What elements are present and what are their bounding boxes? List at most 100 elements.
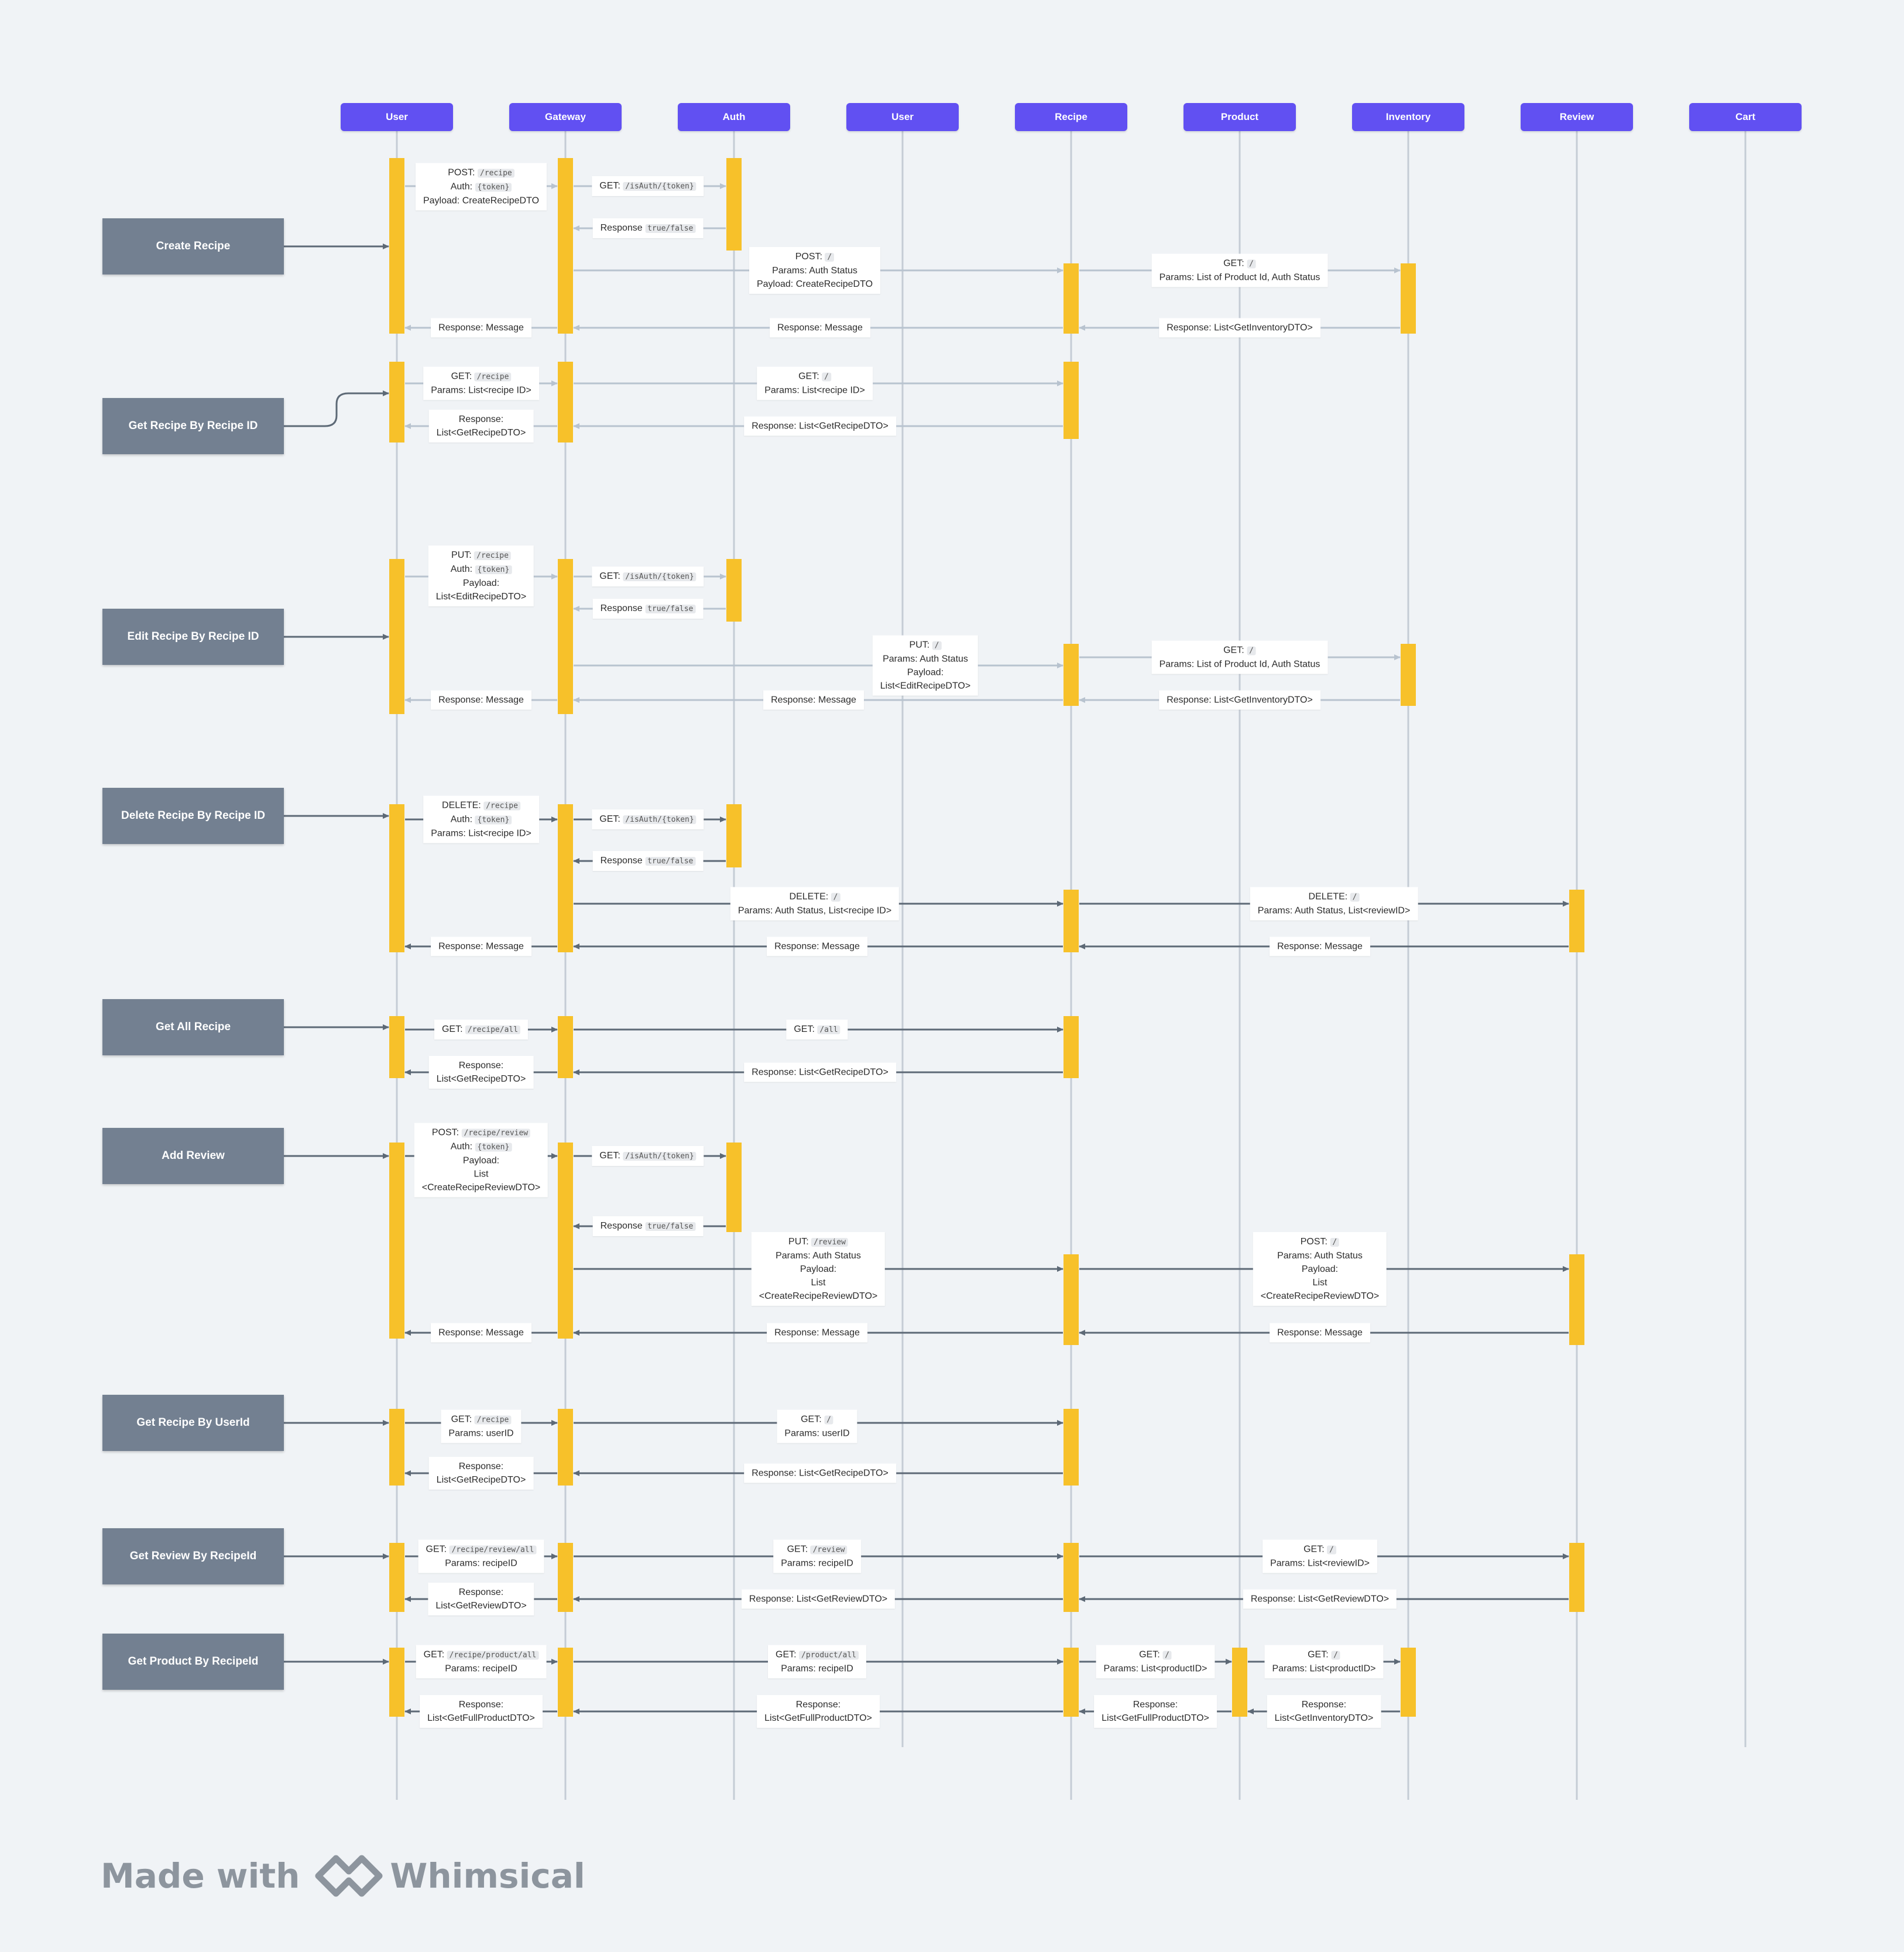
message-text: Params: List<productID> bbox=[1103, 1663, 1207, 1674]
activation-bar bbox=[558, 362, 573, 442]
message-label-line: Params: List<productID> bbox=[1104, 1662, 1207, 1676]
message-text: GET: bbox=[426, 1544, 450, 1555]
message-text: POST: bbox=[1300, 1237, 1330, 1247]
message-label: GET: /isAuth/{token} bbox=[592, 1146, 704, 1166]
message-label-line: Params: Auth Status bbox=[757, 264, 873, 277]
activation-bar bbox=[389, 1543, 404, 1612]
lifeline-header-user: User bbox=[341, 103, 453, 131]
message-text: PUT: bbox=[451, 550, 475, 560]
endpoint-path: / bbox=[825, 253, 835, 262]
message-label-line: PUT: /recipe bbox=[436, 548, 526, 562]
message-label-line: Response: Message bbox=[438, 1326, 524, 1340]
message-text: Response: Message bbox=[438, 323, 524, 333]
message-text: GET: bbox=[794, 1024, 818, 1034]
message-label-line: List bbox=[422, 1168, 540, 1181]
message-label-line: Response: Message bbox=[438, 940, 524, 953]
message-text: Params: Auth Status, List<recipe ID> bbox=[737, 905, 892, 916]
message-text: GET: bbox=[451, 1414, 475, 1425]
endpoint-path: /recipe bbox=[474, 551, 511, 560]
message-text: Payload: bbox=[907, 667, 944, 678]
message-label-line: Response: bbox=[437, 1460, 526, 1473]
message-text: Params: List<reviewID> bbox=[1270, 1558, 1370, 1569]
message-label: Response true/false bbox=[592, 599, 704, 619]
message-label-line: List<GetFullProductDTO> bbox=[1102, 1711, 1209, 1725]
message-label: Response: Message bbox=[431, 318, 531, 338]
endpoint-path: / bbox=[1247, 259, 1256, 269]
endpoint-path: /isAuth/{token} bbox=[623, 1152, 697, 1161]
message-text: <CreateRecipeReviewDTO> bbox=[421, 1182, 541, 1193]
message-text: List<EditRecipeDTO> bbox=[435, 592, 527, 602]
activation-bar bbox=[558, 158, 573, 334]
message-label-line: Response: bbox=[437, 1059, 526, 1072]
message-text: Payload: bbox=[462, 1155, 500, 1166]
message-label-line: Params: recipeID bbox=[426, 1557, 537, 1570]
endpoint-path: / bbox=[824, 1415, 833, 1425]
endpoint-path: /isAuth/{token} bbox=[623, 572, 697, 581]
message-label-line: List<GetFullProductDTO> bbox=[764, 1711, 872, 1725]
message-label-line: Payload: bbox=[422, 1154, 540, 1168]
endpoint-path: {token} bbox=[475, 1143, 512, 1152]
endpoint-path: /review bbox=[810, 1545, 848, 1555]
lifeline-header-user: User bbox=[846, 103, 959, 131]
message-label-line: DELETE: / bbox=[738, 890, 891, 904]
message-label: GET: /all bbox=[786, 1020, 848, 1040]
activation-bar bbox=[389, 1143, 404, 1339]
message-label-line: Params: userID bbox=[448, 1427, 513, 1440]
message-label: Response: Message bbox=[763, 690, 864, 710]
message-label-line: Params: recipeID bbox=[776, 1662, 859, 1676]
message-text: GET: bbox=[423, 1649, 447, 1660]
action-box: Get Product By RecipeId bbox=[102, 1634, 284, 1690]
message-text: Response: Message bbox=[1277, 1327, 1363, 1338]
message-label-line: DELETE: /recipe bbox=[431, 799, 531, 813]
message-label: GET: /Params: List<productID> bbox=[1264, 1645, 1384, 1679]
message-label-line: Response: bbox=[1102, 1698, 1209, 1711]
activation-bar bbox=[558, 1016, 573, 1078]
message-label-line: POST: / bbox=[757, 250, 873, 264]
message-label-line: GET: /isAuth/{token} bbox=[599, 812, 697, 826]
message-label: Response true/false bbox=[592, 218, 704, 238]
action-box: Delete Recipe By Recipe ID bbox=[102, 788, 284, 844]
message-label: Response: Message bbox=[1270, 1323, 1370, 1343]
activation-bar bbox=[389, 158, 404, 334]
message-text: Response: Message bbox=[771, 695, 856, 705]
message-text: PUT: bbox=[788, 1237, 812, 1247]
message-text: List<GetFullProductDTO> bbox=[764, 1713, 872, 1723]
message-text: GET: bbox=[441, 1024, 465, 1034]
endpoint-path: true/false bbox=[645, 857, 696, 866]
message-label-line: Payload: bbox=[436, 577, 526, 590]
message-text: GET: bbox=[776, 1649, 800, 1660]
message-label: GET: /Params: List of Product Id, Auth S… bbox=[1151, 640, 1328, 674]
message-label-line: Params: List<recipe ID> bbox=[431, 827, 531, 841]
message-label-line: Response: Message bbox=[777, 321, 863, 335]
message-label-line: List<GetInventoryDTO> bbox=[1275, 1711, 1374, 1725]
endpoint-path: {token} bbox=[475, 565, 512, 574]
message-label: Response: Message bbox=[431, 936, 531, 956]
message-text: Response bbox=[600, 856, 646, 866]
message-label: GET: /isAuth/{token} bbox=[592, 176, 704, 196]
endpoint-path: /recipe/all bbox=[465, 1025, 521, 1034]
message-text: Params: List<recipe ID> bbox=[764, 385, 865, 396]
message-label: GET: /Params: userID bbox=[777, 1409, 857, 1443]
message-label-line: Params: recipeID bbox=[424, 1662, 539, 1676]
message-text: Payload: CreateRecipeDTO bbox=[756, 279, 873, 289]
message-label: Response: Message bbox=[431, 1323, 531, 1343]
activation-bar bbox=[389, 1648, 404, 1717]
message-label: Response:List<GetFullProductDTO> bbox=[1094, 1695, 1217, 1728]
lifeline-header-cart: Cart bbox=[1689, 103, 1802, 131]
message-label: Response: Message bbox=[431, 690, 531, 710]
endpoint-path: / bbox=[1331, 1651, 1340, 1660]
message-text: List<EditRecipeDTO> bbox=[880, 681, 971, 691]
message-label-line: Params: List<productID> bbox=[1272, 1662, 1376, 1676]
message-text: Response bbox=[600, 1221, 646, 1231]
message-label: GET: /recipe/all bbox=[434, 1020, 529, 1040]
action-box: Get All Recipe bbox=[102, 999, 284, 1055]
message-label: GET: /Params: List of Product Id, Auth S… bbox=[1151, 253, 1328, 287]
message-label-line: GET: / bbox=[1272, 1648, 1376, 1662]
message-text: Auth: bbox=[450, 564, 475, 574]
endpoint-path: / bbox=[1247, 646, 1256, 656]
